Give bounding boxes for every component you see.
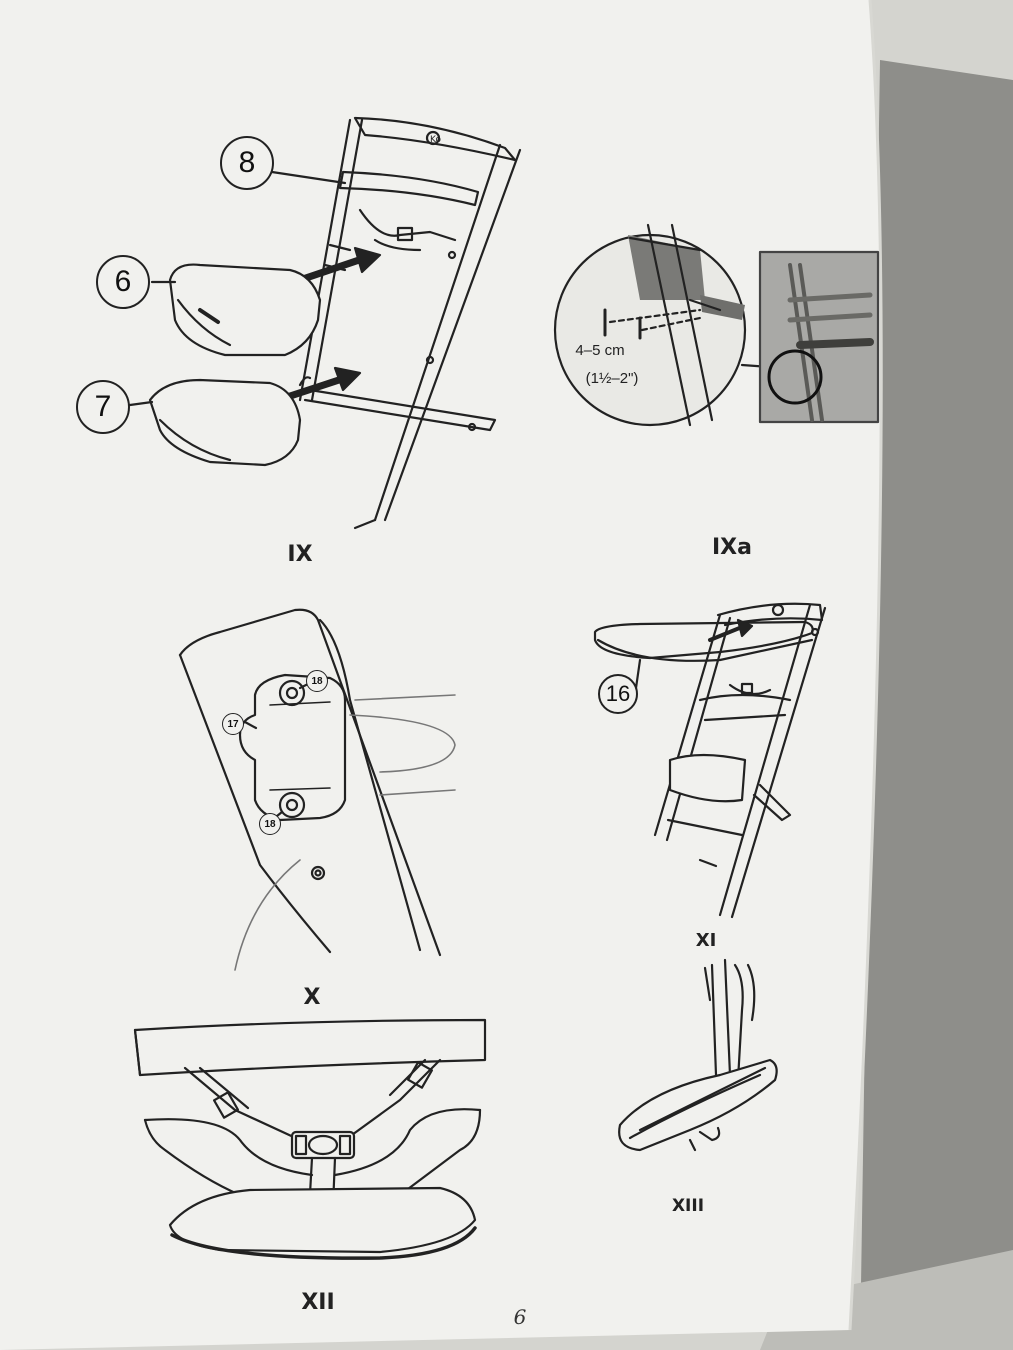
figure-xii-drawing <box>133 1018 487 1260</box>
figure-label-x: X <box>303 985 321 1010</box>
paper-page <box>0 0 882 1350</box>
svg-text:Ko: Ko <box>430 135 441 145</box>
figure-xi-drawing <box>593 602 827 919</box>
ixa-measurement-imperial: (1½–2") <box>585 370 639 387</box>
callout-part-6: 6 <box>96 255 150 309</box>
figure-ix-drawing: Ko <box>128 116 522 530</box>
figure-x-drawing <box>178 608 456 971</box>
callout-part-17: 17 <box>222 713 244 735</box>
callout-part-7: 7 <box>76 380 130 434</box>
figure-label-xi: XI <box>695 930 717 951</box>
figure-xiii-drawing <box>618 958 778 1152</box>
figure-label-ix: IX <box>287 542 313 567</box>
callout-part-18-bottom: 18 <box>259 813 281 835</box>
figure-label-xiii: XIII <box>671 1196 705 1216</box>
ixa-measurement-metric: 4–5 cm <box>575 342 625 359</box>
figure-ixa-drawing <box>553 223 880 427</box>
page-number: 6 <box>513 1305 527 1329</box>
figure-label-xii: XII <box>301 1290 335 1315</box>
callout-part-16: 16 <box>598 674 638 714</box>
callout-part-18-top: 18 <box>306 670 328 692</box>
figure-label-ixa: IXa <box>712 535 752 560</box>
callout-part-8: 8 <box>220 136 274 190</box>
